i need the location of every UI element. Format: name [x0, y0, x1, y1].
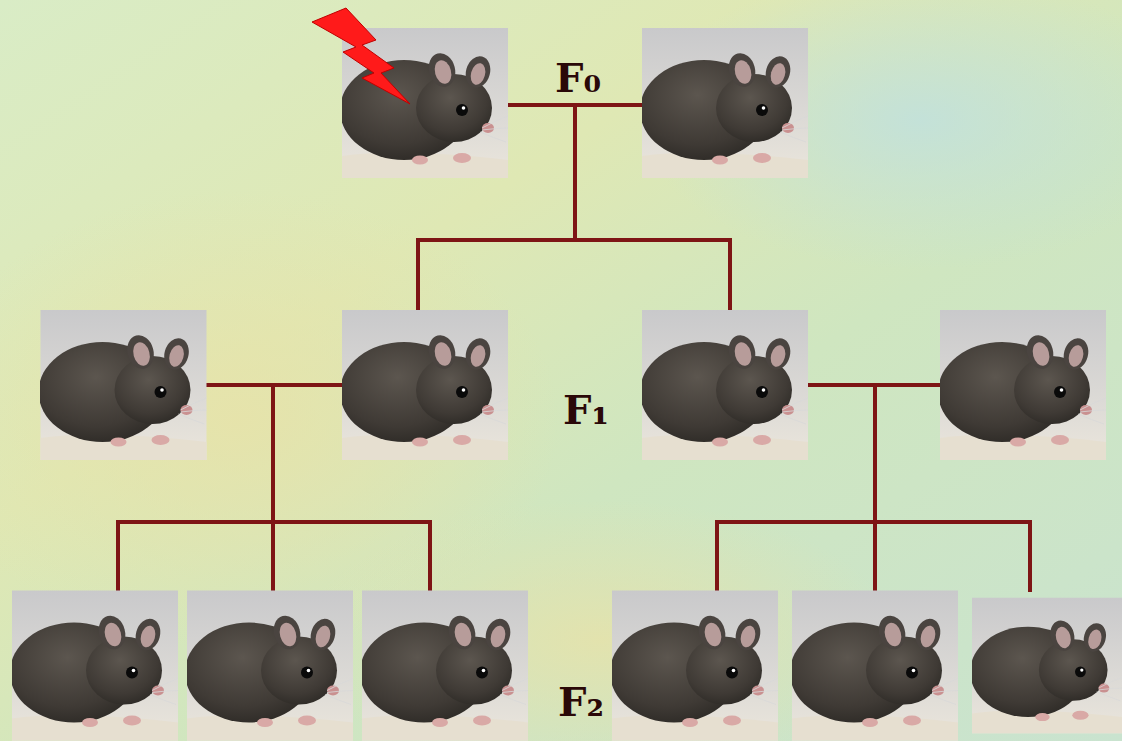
mouse-photo: [640, 310, 808, 460]
generation-label: F₂: [558, 678, 604, 725]
generation-label-box: F₂: [558, 680, 604, 724]
mouse-photos: [10, 28, 1122, 741]
generation-label: F₀: [555, 54, 601, 101]
generation-label-box: F₀: [555, 56, 601, 100]
mouse-photo: [610, 591, 778, 741]
mouse-photo: [360, 591, 528, 741]
mouse-photo: [970, 598, 1122, 734]
pedigree-lines: [118, 105, 1030, 590]
generation-label-box: F₁: [563, 388, 609, 432]
lightning-bolt: [312, 8, 410, 104]
mouse-photo: [39, 310, 207, 460]
mouse-photo: [640, 28, 808, 178]
background-patch: [640, 0, 1122, 270]
mouse-photo: [185, 591, 353, 741]
mouse-photo: [790, 591, 958, 741]
mouse-photo: [10, 591, 178, 741]
generation-label: F₁: [563, 386, 609, 433]
mouse-photo: [340, 310, 508, 460]
mouse-photo: [938, 310, 1106, 460]
